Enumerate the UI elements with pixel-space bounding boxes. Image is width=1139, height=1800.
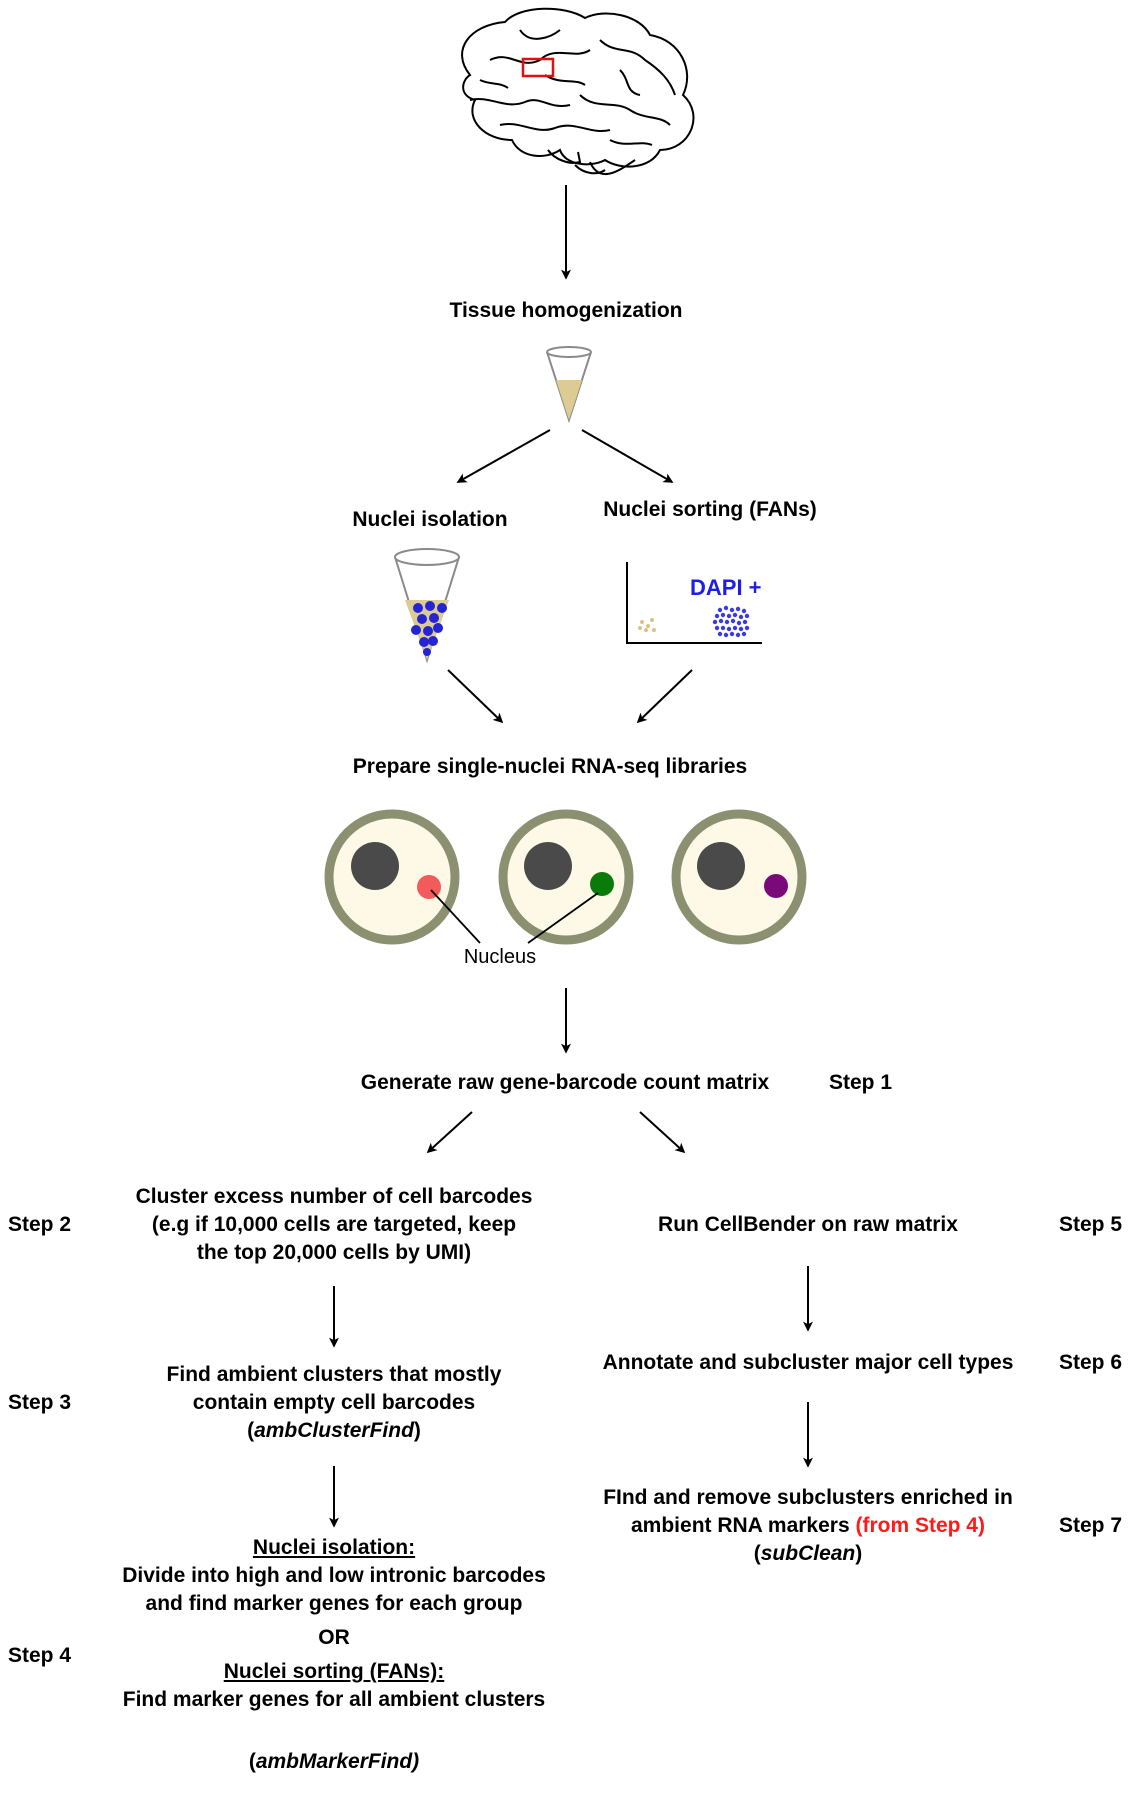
prepare-libraries-label: Prepare single-nuclei RNA-seq libraries bbox=[352, 755, 748, 778]
subclean-line-1: FInd and remove subclusters enriched in bbox=[603, 1486, 1013, 1509]
tube-with-nuclei-icon bbox=[394, 548, 460, 664]
sorting-line: Find marker genes for all ambient cluste… bbox=[122, 1688, 546, 1711]
ambient-line-1: Find ambient clusters that mostly bbox=[166, 1363, 502, 1386]
amb-cluster-find-function: ambClusterFind bbox=[254, 1419, 414, 1442]
nuclei-isolation-label: Nuclei isolation bbox=[352, 508, 508, 531]
arrow-to-left-branch bbox=[426, 1111, 473, 1154]
tube-icon bbox=[546, 346, 592, 424]
annotate-label: Annotate and subcluster major cell types bbox=[602, 1351, 1014, 1374]
step-6-label: Step 6 bbox=[1059, 1351, 1123, 1374]
nucleus-pointer-lines bbox=[430, 889, 599, 944]
subclean-line-2: ambient RNA markers (from Step 4) bbox=[631, 1514, 985, 1537]
subclean-function-line: (subClean) bbox=[753, 1542, 863, 1565]
step-1-label: Step 1 bbox=[829, 1071, 893, 1094]
ambient-line-2: contain empty cell barcodes bbox=[192, 1391, 476, 1414]
sorting-heading: Nuclei sorting (FANs): bbox=[223, 1660, 445, 1683]
cell-icon bbox=[498, 809, 634, 945]
brain-region-highlight bbox=[521, 57, 555, 78]
step-7-label: Step 7 bbox=[1059, 1514, 1123, 1537]
or-label: OR bbox=[318, 1626, 350, 1649]
subclean-block: FInd and remove subclusters enriched in … bbox=[568, 1484, 1048, 1568]
arrow-isolation-to-prepare bbox=[447, 669, 504, 724]
cluster-line-3: the top 20,000 cells by UMI) bbox=[196, 1241, 472, 1264]
step-2-label: Step 2 bbox=[8, 1213, 72, 1236]
arrow-to-sorting bbox=[581, 429, 674, 483]
cluster-barcodes-block: Cluster excess number of cell barcodes (… bbox=[84, 1183, 584, 1267]
ambient-function-line: (ambClusterFind) bbox=[247, 1419, 421, 1442]
ambient-clusters-block: Find ambient clusters that mostly contai… bbox=[84, 1361, 584, 1445]
cell-icon bbox=[324, 809, 460, 945]
isolation-line-2: and find marker genes for each group bbox=[145, 1592, 523, 1615]
step-4-label: Step 4 bbox=[8, 1644, 72, 1667]
tissue-homogenization-label: Tissue homogenization bbox=[449, 299, 683, 322]
brain-icon bbox=[461, 7, 695, 175]
amb-marker-find-function: ambMarkerFind) bbox=[255, 1750, 420, 1773]
subclean-function: subClean bbox=[760, 1542, 856, 1565]
step-3-label: Step 3 bbox=[8, 1391, 72, 1414]
arrow-sorting-to-prepare bbox=[636, 669, 693, 724]
cellbender-label: Run CellBender on raw matrix bbox=[658, 1213, 958, 1236]
cell-icon bbox=[671, 809, 807, 945]
nuclei-sorting-label: Nuclei sorting (FANs) bbox=[603, 498, 817, 521]
step-5-label: Step 5 bbox=[1059, 1213, 1123, 1236]
nucleus-label: Nucleus bbox=[463, 946, 537, 968]
scatter-plot-icon bbox=[626, 562, 762, 644]
marker-function-line: (ambMarkerFind) bbox=[248, 1750, 420, 1773]
from-step4-highlight: (from Step 4) bbox=[855, 1514, 985, 1537]
cluster-line-2: (e.g if 10,000 cells are targeted, keep bbox=[151, 1213, 517, 1236]
arrow-to-right-branch bbox=[639, 1111, 686, 1154]
step4-block: Nuclei isolation: Divide into high and l… bbox=[64, 1534, 604, 1776]
dapi-label: DAPI + bbox=[690, 575, 762, 600]
flow-arrows bbox=[329, 185, 813, 1528]
arrow-to-isolation bbox=[456, 429, 551, 483]
generate-matrix-label: Generate raw gene-barcode count matrix bbox=[360, 1071, 770, 1094]
isolation-line-1: Divide into high and low intronic barcod… bbox=[122, 1564, 546, 1587]
cluster-line-1: Cluster excess number of cell barcodes bbox=[135, 1185, 533, 1208]
isolation-heading: Nuclei isolation: bbox=[252, 1536, 416, 1559]
